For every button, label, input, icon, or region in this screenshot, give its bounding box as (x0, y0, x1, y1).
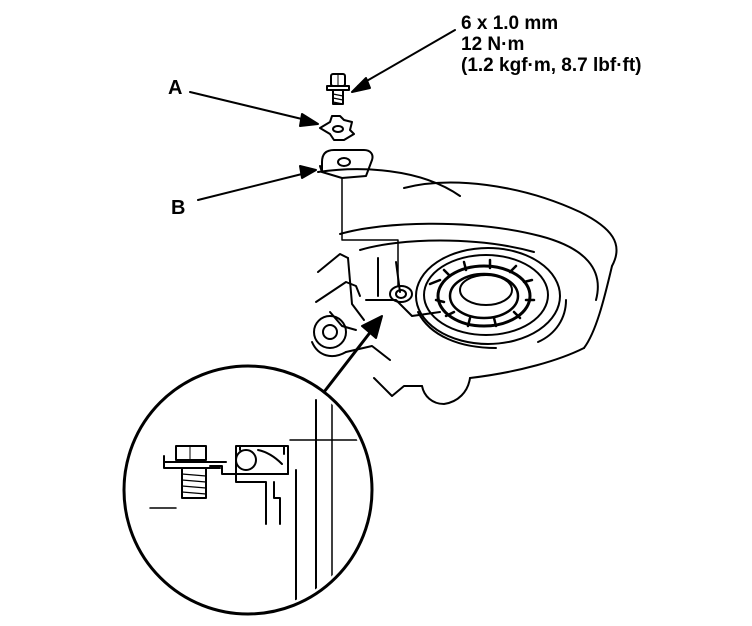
torque-nm-label: 12 N·m (461, 34, 525, 55)
callout-arrow-b (197, 165, 317, 201)
flange-bolt (326, 73, 350, 105)
callout-arrow-a (189, 91, 319, 127)
bolt-size-label: 6 x 1.0 mm (461, 13, 559, 34)
detail-pointer-arrow (322, 315, 383, 394)
torque-alt-label: (1.2 kgf·m, 8.7 lbf·ft) (461, 55, 642, 76)
bearing (415, 247, 567, 349)
torque-spec: 6 x 1.0 mm 12 N·m (1.2 kgf·m, 8.7 lbf·ft… (461, 13, 642, 76)
lock-plate-a (319, 115, 355, 141)
callout-label-b: B (171, 197, 186, 219)
transmission-housing (311, 168, 618, 405)
callout-arrow-spec (351, 29, 456, 93)
clip-b (319, 149, 374, 179)
detail-magnifier (122, 364, 374, 616)
callout-label-a: A (168, 77, 183, 99)
